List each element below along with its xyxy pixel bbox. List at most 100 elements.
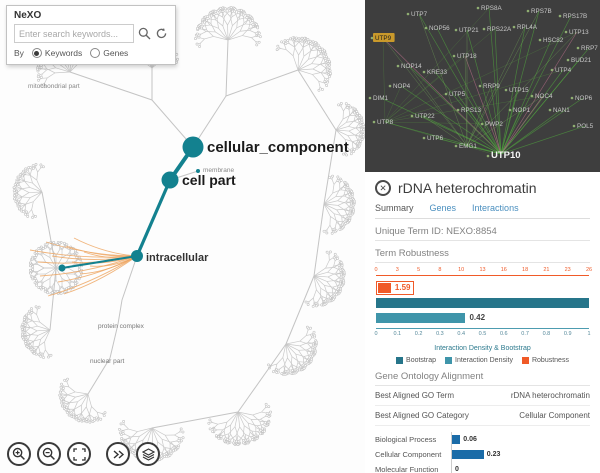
axis-tick: 8 xyxy=(438,267,442,273)
best-go-term-row: Best Aligned GO Term rDNA heterochromati… xyxy=(375,386,590,406)
gene-node-UTP10[interactable]: UTP10 xyxy=(491,150,521,161)
details-tabs: Summary Genes Interactions xyxy=(375,200,590,219)
go-bar-value: 0.06 xyxy=(463,436,477,443)
by-label: By xyxy=(14,48,24,58)
axis-tick: 0 xyxy=(374,267,378,273)
axis-tick: 0.9 xyxy=(563,331,572,337)
zoom-in-button[interactable] xyxy=(7,442,31,466)
gene-node-NAN1[interactable]: NAN1 xyxy=(553,107,570,114)
gene-node-RPS13[interactable]: RPS13 xyxy=(461,107,481,114)
legend-robustness-label: Robustness xyxy=(531,357,569,364)
node-cell-part[interactable] xyxy=(161,171,179,189)
gene-node-NOC4[interactable]: NOC4 xyxy=(535,93,553,100)
legend-robustness: Robustness xyxy=(521,357,569,364)
robustness-bars: 1.59 0.42 xyxy=(375,276,590,328)
gene-node-RPS17B[interactable]: RPS17B xyxy=(563,13,587,20)
go-bar-value: 0 xyxy=(455,466,459,473)
density-row: 0.42 xyxy=(376,311,589,324)
tree-controls xyxy=(7,442,160,466)
gene-node-UTP13[interactable]: UTP13 xyxy=(569,29,589,36)
axis-tick: 1 xyxy=(587,331,591,337)
axis-tick: 0.3 xyxy=(436,331,444,337)
genes-radio-icon[interactable] xyxy=(90,48,101,58)
gene-node-RRP9[interactable]: RRP9 xyxy=(483,83,500,90)
gene-node-DIM1[interactable]: DIM1 xyxy=(373,95,389,102)
gene-node-RPL4A[interactable]: RPL4A xyxy=(517,24,538,31)
gene-node-NOP6[interactable]: NOP6 xyxy=(575,95,593,102)
gene-node-RPS7B[interactable]: RPS7B xyxy=(531,8,552,15)
tab-genes[interactable]: Genes xyxy=(429,203,457,213)
axis-tick: 5 xyxy=(417,267,421,273)
gene-node-UTP5[interactable]: UTP5 xyxy=(449,91,466,98)
gene-node-NOP14[interactable]: NOP14 xyxy=(401,63,422,70)
tree-label-nuclear-part[interactable]: nuclear part xyxy=(90,358,125,365)
highlighted-node-box xyxy=(373,33,395,42)
gene-node-EMG1[interactable]: EMG1 xyxy=(459,143,477,150)
tree-label-membrane[interactable]: membrane xyxy=(203,167,234,174)
keywords-radio-icon[interactable] xyxy=(31,48,42,58)
layers-button[interactable] xyxy=(136,442,160,466)
reset-icon[interactable] xyxy=(155,27,168,40)
node-intracellular[interactable] xyxy=(131,250,143,262)
go-category-label: Molecular Function xyxy=(375,465,439,473)
gene-node-UTP4[interactable]: UTP4 xyxy=(555,67,572,74)
search-input[interactable] xyxy=(14,24,134,43)
gene-node-BUD21[interactable]: BUD21 xyxy=(571,57,592,64)
tree-label-mitochondrial-part[interactable]: mitochondrial part xyxy=(28,83,80,90)
gene-node-RRP7[interactable]: RRP7 xyxy=(581,45,598,52)
tree-label-cell-part[interactable]: cell part xyxy=(182,172,236,188)
gene-node-KRE33[interactable]: KRE33 xyxy=(427,69,447,76)
search-icon[interactable] xyxy=(138,27,151,40)
gene-node-UTP21[interactable]: UTP21 xyxy=(459,27,479,34)
density-swatch xyxy=(445,357,452,364)
gene-node-UTP9[interactable]: UTP9 xyxy=(375,35,392,42)
radio-genes[interactable]: Genes xyxy=(90,48,128,58)
gene-node-HSC82[interactable]: HSC82 xyxy=(543,37,564,44)
gene-node-NOP4[interactable]: NOP4 xyxy=(393,83,411,90)
legend-bootstrap-label: Bootstrap xyxy=(406,357,436,364)
legend-bootstrap: Bootstrap xyxy=(396,357,436,364)
density-bar xyxy=(376,312,466,323)
node-membrane[interactable] xyxy=(196,169,200,173)
tree-label-cellular-component[interactable]: cellular_component xyxy=(207,139,349,156)
gene-node-NOP1[interactable]: NOP1 xyxy=(513,107,531,114)
gene-node-RPS22A[interactable]: RPS22A xyxy=(487,26,512,33)
node-cellular-component[interactable] xyxy=(182,136,204,158)
axis-tick: 21 xyxy=(543,267,550,273)
gene-node-PWP2[interactable]: PWP2 xyxy=(485,121,503,128)
gene-network-canvas[interactable]: UTP7 RPS8A RPS7B RPS17B UTP9 NOP56 UTP21 RPS22A… xyxy=(365,0,600,172)
axis-tick: 3 xyxy=(395,267,399,273)
gene-node-UTP18[interactable]: UTP18 xyxy=(457,53,477,60)
zoom-out-button[interactable] xyxy=(37,442,61,466)
tree-label-protein-complex[interactable]: protein complex xyxy=(98,323,145,330)
gene-node-UTP15[interactable]: UTP15 xyxy=(509,87,529,94)
gene-node-UTP7[interactable]: UTP7 xyxy=(411,11,428,18)
tab-summary[interactable]: Summary xyxy=(375,203,414,213)
fit-to-screen-button[interactable] xyxy=(67,442,91,466)
gene-node-UTP6[interactable]: UTP6 xyxy=(427,135,444,142)
search-mode-row: By Keywords Genes xyxy=(14,48,168,58)
bootstrap-row xyxy=(376,296,589,309)
go-bar xyxy=(452,450,484,459)
axis-tick: 10 xyxy=(458,267,465,273)
tree-label-intracellular[interactable]: intracellular xyxy=(146,252,209,264)
gene-node-NOP56[interactable]: NOP56 xyxy=(429,25,450,32)
radio-keywords[interactable]: Keywords xyxy=(31,48,82,58)
tab-interactions[interactable]: Interactions xyxy=(472,203,519,213)
gene-node-UTP8[interactable]: UTP8 xyxy=(377,119,394,126)
gene-node-RPS8A[interactable]: RPS8A xyxy=(481,5,502,12)
expand-branches-button[interactable] xyxy=(106,442,130,466)
axis-tick: 0 xyxy=(374,331,378,337)
close-icon[interactable]: ✕ xyxy=(375,180,391,196)
gene-node-POL5[interactable]: POL5 xyxy=(577,123,594,130)
term-title: rDNA heterochromatin xyxy=(398,180,537,196)
axis-tick: 23 xyxy=(564,267,571,273)
node-gene-cluster[interactable] xyxy=(58,264,66,272)
gene-network-panel[interactable]: UTP7 RPS8A RPS7B RPS17B UTP9 NOP56 UTP21 RPS22A… xyxy=(365,0,600,172)
right-column: UTP7 RPS8A RPS7B RPS17B UTP9 NOP56 UTP21 RPS22A… xyxy=(365,0,600,473)
gene-node-UTP22[interactable]: UTP22 xyxy=(415,113,435,120)
